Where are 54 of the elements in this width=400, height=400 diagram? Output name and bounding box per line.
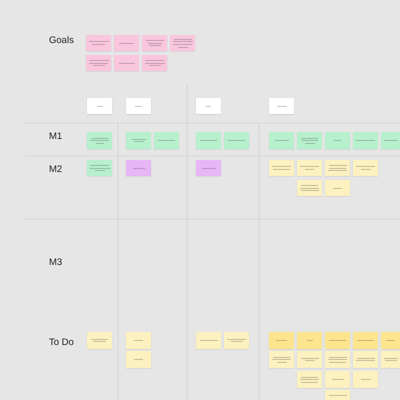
- sticky-note: [142, 35, 167, 51]
- sticky-note: [325, 160, 350, 176]
- column-header-card: [196, 98, 221, 114]
- sticky-note: [87, 332, 112, 349]
- column-header-card: [269, 98, 294, 114]
- row-heading: M1: [49, 132, 62, 142]
- sticky-note: [297, 160, 322, 176]
- sticky-note: [126, 160, 151, 176]
- sticky-note: [353, 160, 378, 176]
- sticky-note: [87, 160, 112, 176]
- sticky-note: [297, 180, 322, 196]
- row-heading: To Do: [49, 338, 74, 348]
- sticky-note: [126, 132, 151, 149]
- sticky-note: [381, 132, 400, 149]
- sticky-note: [170, 35, 195, 51]
- sticky-note: [269, 160, 294, 176]
- sticky-note: [196, 160, 221, 176]
- sticky-note: [126, 332, 151, 349]
- sticky-note: [325, 180, 350, 196]
- sticky-note: [297, 371, 322, 388]
- sticky-note: [269, 132, 294, 149]
- row-heading: M2: [49, 165, 62, 174]
- sticky-note: [126, 351, 151, 368]
- sticky-note: [86, 55, 111, 71]
- sticky-note: [87, 132, 112, 149]
- sticky-note: [114, 55, 139, 71]
- sticky-note: [353, 351, 378, 368]
- row-heading: Goals: [49, 36, 74, 46]
- sticky-note: [325, 371, 350, 388]
- sticky-note: [353, 371, 378, 388]
- row-heading: M3: [49, 258, 62, 268]
- sticky-note: [224, 132, 249, 149]
- column-header-card: [126, 98, 151, 114]
- sticky-note: [154, 132, 179, 149]
- sticky-note: [196, 332, 221, 349]
- sticky-note: [269, 351, 294, 368]
- sticky-note: [196, 132, 221, 149]
- sticky-note: [325, 332, 350, 349]
- sticky-note: [224, 332, 249, 349]
- sticky-note: [297, 351, 322, 368]
- sticky-note: [114, 35, 139, 51]
- sticky-note: [325, 390, 350, 400]
- sticky-note: [142, 55, 167, 71]
- sticky-note: [297, 132, 322, 149]
- sticky-note: [381, 332, 400, 349]
- column-header-card: [87, 98, 112, 114]
- sticky-note: [325, 351, 350, 368]
- sticky-note: [353, 132, 378, 149]
- sticky-note: [86, 35, 111, 51]
- sticky-note: [381, 351, 400, 368]
- sticky-note: [297, 332, 322, 349]
- sticky-note: [269, 332, 294, 349]
- sticky-note: [325, 132, 350, 149]
- sticky-note: [353, 332, 378, 349]
